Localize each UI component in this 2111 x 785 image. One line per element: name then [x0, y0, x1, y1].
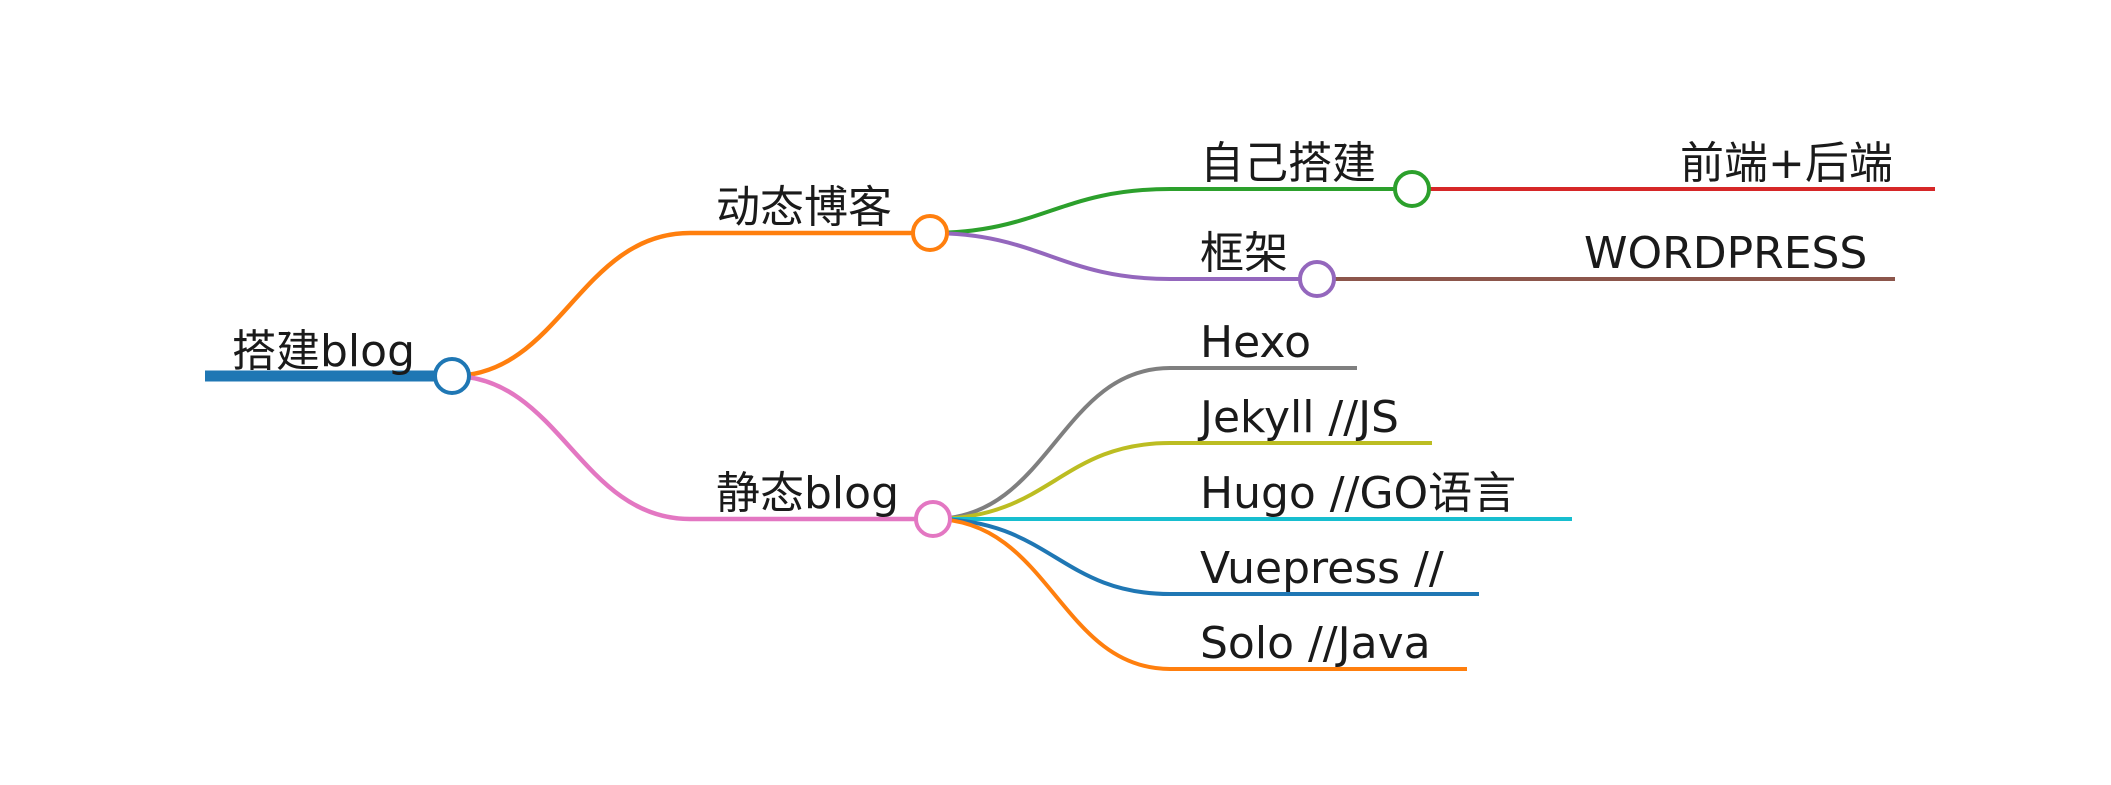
hugo-label[interactable]: Hugo //GO语言 — [1200, 468, 1516, 519]
link-static-vuepress — [932, 517, 1479, 596]
link-root-static — [451, 373, 933, 522]
static-label[interactable]: 静态blog — [716, 468, 899, 519]
framework-node-circle[interactable] — [1298, 260, 1336, 298]
frontback-label[interactable]: 前端+后端 — [1680, 138, 1893, 189]
solo-label[interactable]: Solo //Java — [1200, 618, 1431, 669]
dynamic-label[interactable]: 动态博客 — [716, 182, 892, 233]
root-label[interactable]: 搭建blog — [232, 326, 415, 377]
wordpress-label[interactable]: WORDPRESS — [1584, 228, 1867, 279]
link-dynamic-framework — [929, 231, 1317, 281]
selfbuild-node-circle[interactable] — [1393, 170, 1431, 208]
link-static-solo — [932, 517, 1467, 671]
framework-label[interactable]: 框架 — [1200, 228, 1288, 279]
selfbuild-label[interactable]: 自己搭建 — [1200, 138, 1376, 189]
static-node-circle[interactable] — [914, 500, 952, 538]
link-static-hexo — [932, 366, 1357, 521]
link-dynamic-selfbuild — [929, 187, 1412, 235]
jekyll-label[interactable]: Jekyll //JS — [1197, 392, 1399, 443]
vuepress-label[interactable]: Vuepress // — [1200, 543, 1444, 594]
link-root-dynamic — [451, 230, 930, 379]
root-node-circle[interactable] — [433, 357, 471, 395]
hexo-label[interactable]: Hexo — [1200, 317, 1311, 368]
link-static-jekyll — [932, 441, 1432, 521]
dynamic-node-circle[interactable] — [911, 214, 949, 252]
